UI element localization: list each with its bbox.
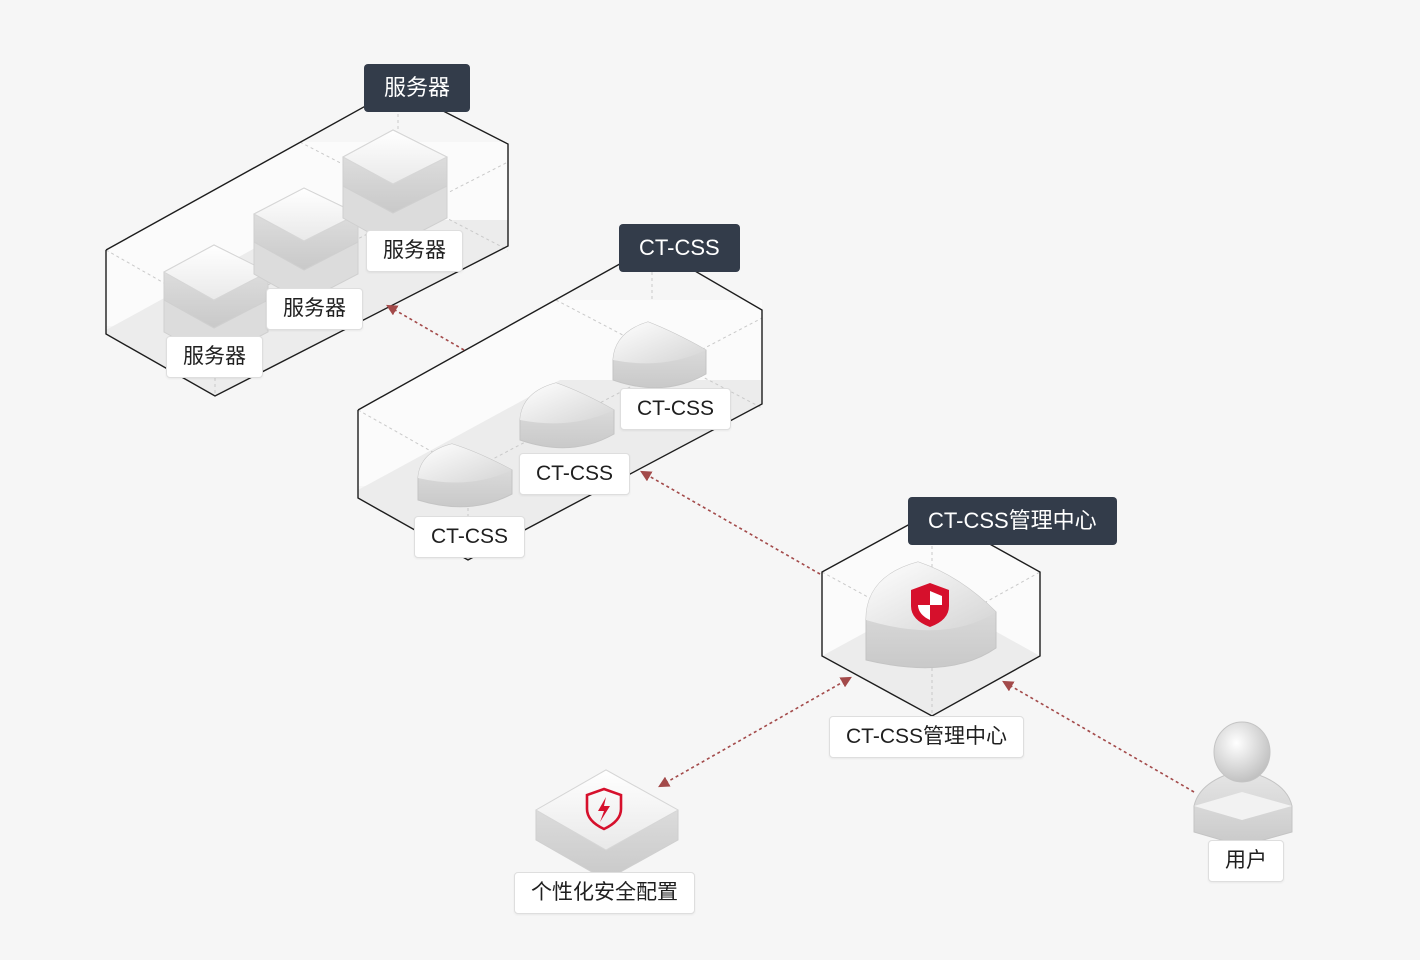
- arrow-config-center: [658, 676, 852, 788]
- group-title-css: CT-CSS: [619, 224, 740, 272]
- user-figure-icon: [1193, 721, 1293, 847]
- css-device-3: [612, 321, 707, 389]
- user-label: 用户: [1208, 840, 1284, 882]
- server-label-3: 服务器: [366, 230, 463, 272]
- server-label-1: 服务器: [166, 336, 263, 378]
- server-label-2: 服务器: [266, 288, 363, 330]
- arrow-center-to-css: [640, 470, 821, 575]
- arrow-user-to-center: [1002, 680, 1195, 793]
- config-label: 个性化安全配置: [514, 872, 695, 914]
- css-device-1: [417, 443, 513, 508]
- css-label-2: CT-CSS: [519, 453, 631, 495]
- shield-lightning-icon: [585, 787, 623, 831]
- css-device-2: [519, 382, 615, 449]
- center-label: CT-CSS管理中心: [829, 716, 1025, 758]
- arrow-css-to-servers: [386, 304, 465, 351]
- config-device: [534, 769, 680, 881]
- server-stack-2: [252, 187, 360, 303]
- group-title-servers: 服务器: [364, 64, 471, 112]
- shield-red-white-icon: [911, 583, 949, 627]
- arrows: [386, 304, 1195, 793]
- css-label-1: CT-CSS: [414, 516, 526, 558]
- group-title-center: CT-CSS管理中心: [908, 497, 1117, 545]
- css-label-3: CT-CSS: [620, 388, 732, 430]
